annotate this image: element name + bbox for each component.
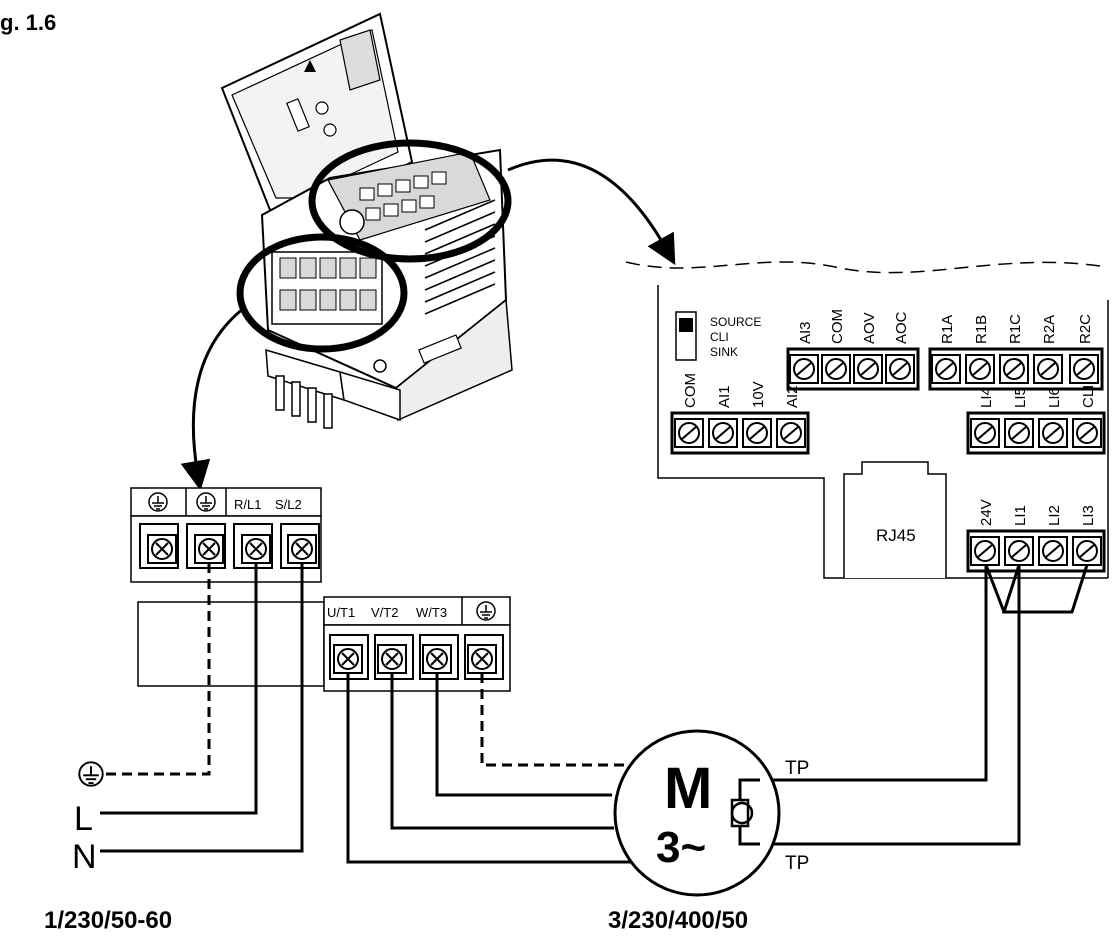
terminal-label-ai3: AI3 (797, 321, 814, 344)
terminal-label-ai1: AI1 (716, 385, 733, 408)
terminal-label-li5: LI5 (1012, 387, 1029, 408)
terminal-label-r1a: R1A (939, 315, 956, 344)
supply-l-label: L (74, 800, 93, 838)
supply-rating: 1/230/50-60 (44, 907, 172, 934)
ground-icon (476, 601, 496, 621)
switch-sink-label: SINK (710, 345, 738, 359)
motor-rating: 3/230/400/50 (608, 907, 748, 934)
terminal-label-r2c: R2C (1077, 314, 1094, 344)
terminal-label-s-l2: S/L2 (275, 497, 302, 512)
power-terminal-highlight (236, 233, 408, 353)
control-terminal-highlight (308, 139, 512, 263)
terminal-block-relay (928, 347, 1104, 391)
terminal-block-analog-out (786, 347, 920, 391)
ground-icon (196, 492, 216, 512)
terminal-label-com-a: COM (829, 309, 846, 344)
tp-bottom-label: TP (785, 853, 809, 874)
terminal-block-logic-bottom (966, 529, 1106, 573)
blank-block (137, 601, 325, 687)
terminal-label-aov: AOV (861, 312, 878, 344)
terminal-label-ai2: AI2 (784, 385, 801, 408)
terminal-label-r-l1: R/L1 (234, 497, 261, 512)
power-input-terminal-block (130, 487, 322, 583)
terminal-label-li2: LI2 (1046, 505, 1063, 526)
thermistor-symbol (730, 778, 760, 846)
drive-device-illustration (220, 12, 513, 429)
terminal-label-cli: CLI (1080, 385, 1097, 408)
terminal-label-u-t1: U/T1 (327, 605, 355, 620)
switch-source-label: SOURCE (710, 315, 761, 329)
supply-n-label: N (72, 838, 97, 876)
terminal-label-aoc: AOC (893, 311, 910, 344)
motor-symbol (613, 729, 781, 897)
ground-icon (148, 492, 168, 512)
rj45-label: RJ45 (876, 526, 916, 545)
terminal-label-li3: LI3 (1080, 505, 1097, 526)
terminal-label-v-t2: V/T2 (371, 605, 398, 620)
motor-phase-label: 3~ (656, 823, 706, 872)
wiring (100, 563, 1089, 864)
motor-m-label: M (664, 756, 712, 821)
rj45-port[interactable] (843, 461, 947, 578)
supply-ground-icon (78, 761, 104, 787)
tp-top-label: TP (785, 758, 809, 779)
terminal-label-li1: LI1 (1012, 505, 1029, 526)
terminal-label-10v: 10V (750, 381, 767, 408)
terminal-label-com-b: COM (682, 373, 699, 408)
terminal-block-analog-in (670, 411, 810, 455)
power-output-terminal-block (323, 596, 511, 692)
terminal-label-w-t3: W/T3 (416, 605, 447, 620)
terminal-label-r1c: R1C (1007, 314, 1024, 344)
terminal-label-24v: 24V (978, 499, 995, 526)
arrow-to-control-terminals (507, 158, 676, 266)
terminal-label-r1b: R1B (973, 315, 990, 344)
terminal-label-r2a: R2A (1041, 315, 1058, 344)
terminal-label-li6: LI6 (1046, 387, 1063, 408)
arrow-to-power-terminals (180, 306, 245, 491)
terminal-block-logic-top (966, 411, 1106, 455)
source-sink-switch[interactable] (675, 311, 697, 361)
figure-label: g. 1.6 (0, 10, 56, 35)
switch-cli-label: CLI (710, 330, 729, 344)
terminal-label-li4: LI4 (978, 387, 995, 408)
